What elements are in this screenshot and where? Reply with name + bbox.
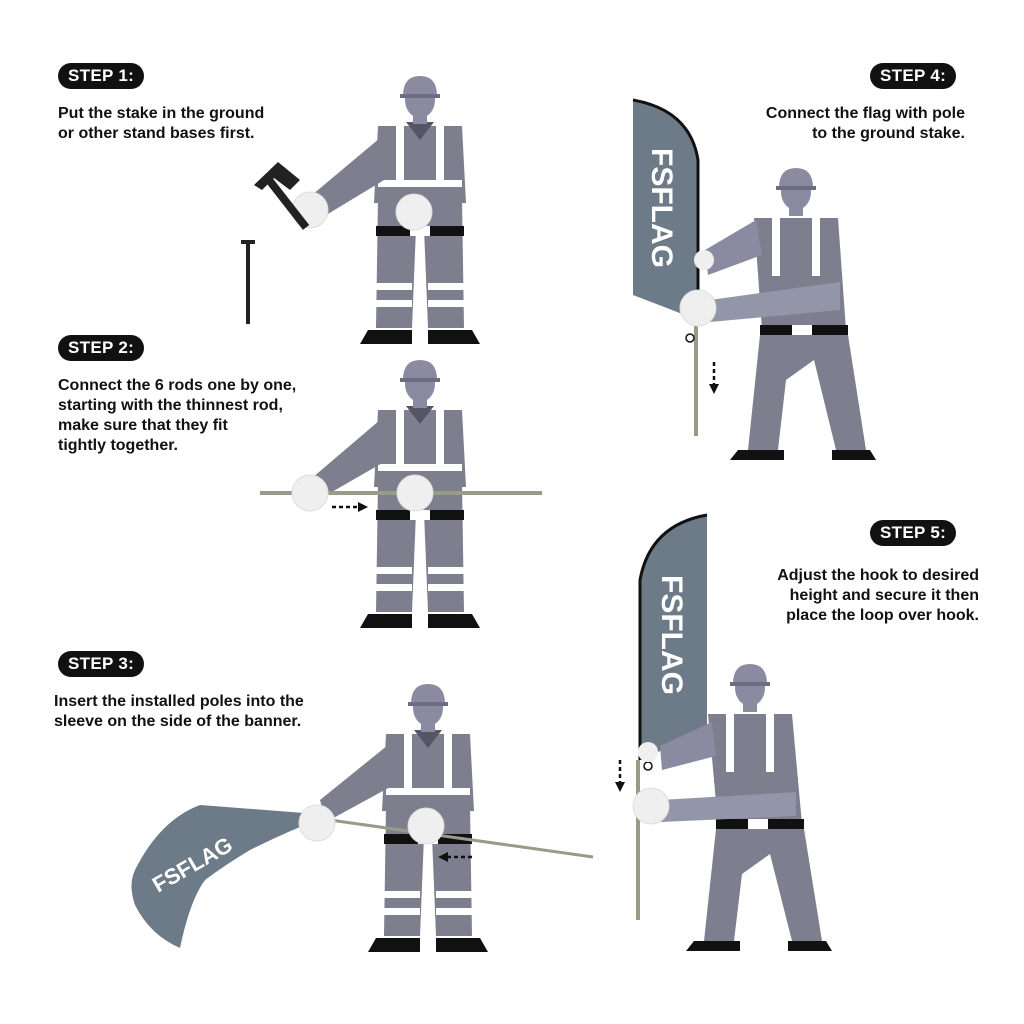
- arrow-down-icon: [615, 760, 625, 792]
- step-3-badge: STEP 3:: [58, 651, 145, 677]
- flag-brand-text: FSFLAG: [645, 148, 678, 268]
- flag-brand-text: FSFLAG: [655, 575, 688, 695]
- hammer-icon: [254, 162, 310, 230]
- step-4-text: Connect the flag with pole to the ground…: [765, 105, 965, 142]
- step1-figure: [241, 76, 480, 344]
- step-1-text: Put the stake in the ground or other sta…: [58, 105, 265, 142]
- step-5-text: Adjust the hook to desired height and se…: [777, 567, 979, 624]
- step2-figure: [260, 360, 542, 628]
- ground-stake: [241, 240, 255, 324]
- step-3-text: Insert the installed poles into the slee…: [54, 693, 304, 730]
- flag-pole: [636, 760, 640, 920]
- arrow-down-icon: [709, 362, 719, 394]
- arrow-left-icon: [438, 852, 472, 862]
- pole-rods: [329, 818, 594, 859]
- step4-figure: FSFLAG: [632, 98, 876, 460]
- arrow-right-icon: [332, 502, 368, 512]
- step-1-badge: STEP 1:: [58, 63, 145, 89]
- step-2-badge: STEP 2:: [58, 335, 145, 361]
- step-4-badge: STEP 4:: [870, 63, 957, 89]
- flag-pole: [694, 320, 698, 436]
- step-5-badge: STEP 5:: [870, 520, 957, 546]
- step-2-text: Connect the 6 rods one by one, starting …: [58, 377, 297, 454]
- step5-figure: FSFLAG: [615, 513, 832, 951]
